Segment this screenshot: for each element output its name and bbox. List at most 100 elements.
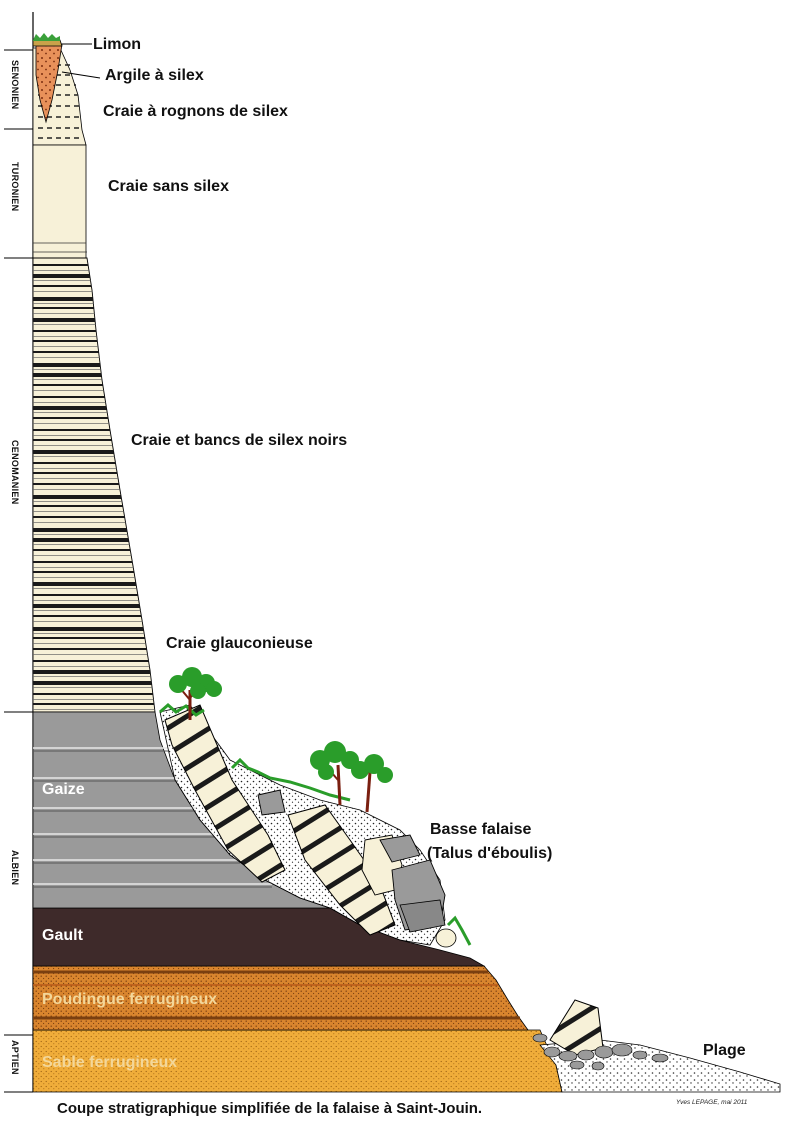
label-craie-bancs-silex: Craie et bancs de silex noirs: [131, 432, 348, 449]
chalk-bedding: [33, 621, 155, 622]
flint-band: [33, 582, 155, 586]
chalk-bedding: [33, 369, 155, 370]
chalk-bedding: [33, 478, 155, 479]
flint-band: [33, 462, 155, 464]
flint-band: [33, 561, 155, 563]
chalk-bedding: [33, 435, 155, 436]
flint-band: [33, 396, 155, 398]
chalk-bedding: [33, 522, 155, 523]
chalk-bedding: [33, 402, 155, 403]
flint-band: [33, 693, 155, 695]
flint-band: [33, 627, 155, 631]
label-craie-sans-silex: Craie sans silex: [108, 178, 229, 195]
label-talus-eboulis: (Talus d'éboulis): [427, 845, 553, 862]
flint-band: [33, 637, 155, 639]
flint-band: [33, 274, 155, 278]
flint-band: [33, 604, 155, 608]
chalk-bedding: [33, 588, 155, 589]
stage-albien: ALBIEN: [10, 850, 20, 886]
chalk-bedding: [33, 577, 155, 578]
chalk-bedding: [33, 687, 155, 688]
label-basse-falaise: Basse falaise: [430, 821, 532, 838]
chalk-bedding: [33, 567, 155, 568]
flint-band: [33, 450, 155, 454]
flint-band: [33, 373, 155, 377]
flint-nodules: [38, 64, 83, 139]
chalk-bedding: [33, 445, 155, 446]
chalk-bedding: [33, 643, 155, 644]
chalk-bedding: [33, 313, 155, 314]
flint-band: [33, 285, 155, 287]
flint-band: [33, 516, 155, 518]
flint-band: [33, 417, 155, 419]
chalk-bedding: [33, 291, 155, 292]
chalk-bedding: [33, 324, 155, 325]
label-craie-rognons: Craie à rognons de silex: [103, 103, 288, 120]
chalk-bedding: [33, 456, 155, 457]
chalk-bedding: [33, 501, 155, 502]
flint-band: [33, 505, 155, 507]
label-plage: Plage: [703, 1042, 746, 1059]
stage-aptien: APTIEN: [10, 1040, 20, 1075]
label-gaize: Gaize: [42, 781, 85, 798]
flint-band: [33, 384, 155, 386]
gaize-bedding: [33, 747, 272, 885]
flint-band: [33, 318, 155, 322]
flint-band: [33, 307, 155, 309]
label-argile-a-silex: Argile à silex: [105, 67, 204, 84]
chalk-bedding: [33, 666, 155, 667]
tree-icon: [351, 754, 393, 813]
flint-band: [33, 571, 155, 573]
flint-band: [33, 330, 155, 332]
chalk-bedding: [33, 600, 155, 601]
stage-senonien: SENONIEN: [10, 60, 20, 110]
label-limon: Limon: [93, 36, 141, 53]
flint-band: [33, 429, 155, 431]
figure-caption: Coupe stratigraphique simplifiée de la f…: [57, 1100, 483, 1117]
flint-band: [33, 340, 155, 342]
chalk-bedding: [33, 412, 155, 413]
chalk-bedding: [33, 534, 155, 535]
flint-band: [33, 538, 155, 542]
chalk-bedding: [33, 633, 155, 634]
chalk-bedding: [33, 699, 155, 700]
chalk-bedding: [33, 709, 155, 710]
flint-band: [33, 528, 155, 532]
flint-band: [33, 670, 155, 674]
chalk-bedding: [33, 336, 155, 337]
chalk-bedding: [33, 555, 155, 556]
chalk-bedding: [33, 468, 155, 469]
chalk-bedding: [33, 346, 155, 347]
stage-turonien: TURONIEN: [10, 162, 20, 212]
chalk-bedding: [33, 270, 155, 271]
flint-band: [33, 681, 155, 685]
stage-cenomanien: CENOMANIEN: [10, 440, 20, 505]
author-credit: Yves LEPAGE, mai 2011: [676, 1099, 748, 1106]
chalk-bedding: [33, 423, 155, 424]
flint-band: [33, 439, 155, 441]
flint-band: [33, 483, 155, 485]
flint-band: [33, 351, 155, 353]
chalk-bedding: [33, 280, 155, 281]
chalk-bedding: [33, 676, 155, 677]
flint-band: [33, 363, 155, 367]
chalk-bedding: [33, 544, 155, 545]
flint-band: [33, 549, 155, 551]
chalk-bedding: [33, 654, 155, 655]
flint-band: [33, 297, 155, 301]
flint-band: [33, 660, 155, 662]
flint-band: [33, 264, 155, 266]
flint-band: [33, 495, 155, 499]
tree-icon: [169, 667, 222, 720]
chalk-bedding: [33, 303, 155, 304]
chalk-bedding: [33, 489, 155, 490]
flint-band: [33, 703, 155, 705]
flint-band: [33, 472, 155, 474]
chalk-bedding: [33, 357, 155, 358]
flint-band: [33, 406, 155, 410]
chalk-bedding: [33, 610, 155, 611]
label-gault: Gault: [42, 927, 83, 944]
flint-band: [33, 648, 155, 650]
